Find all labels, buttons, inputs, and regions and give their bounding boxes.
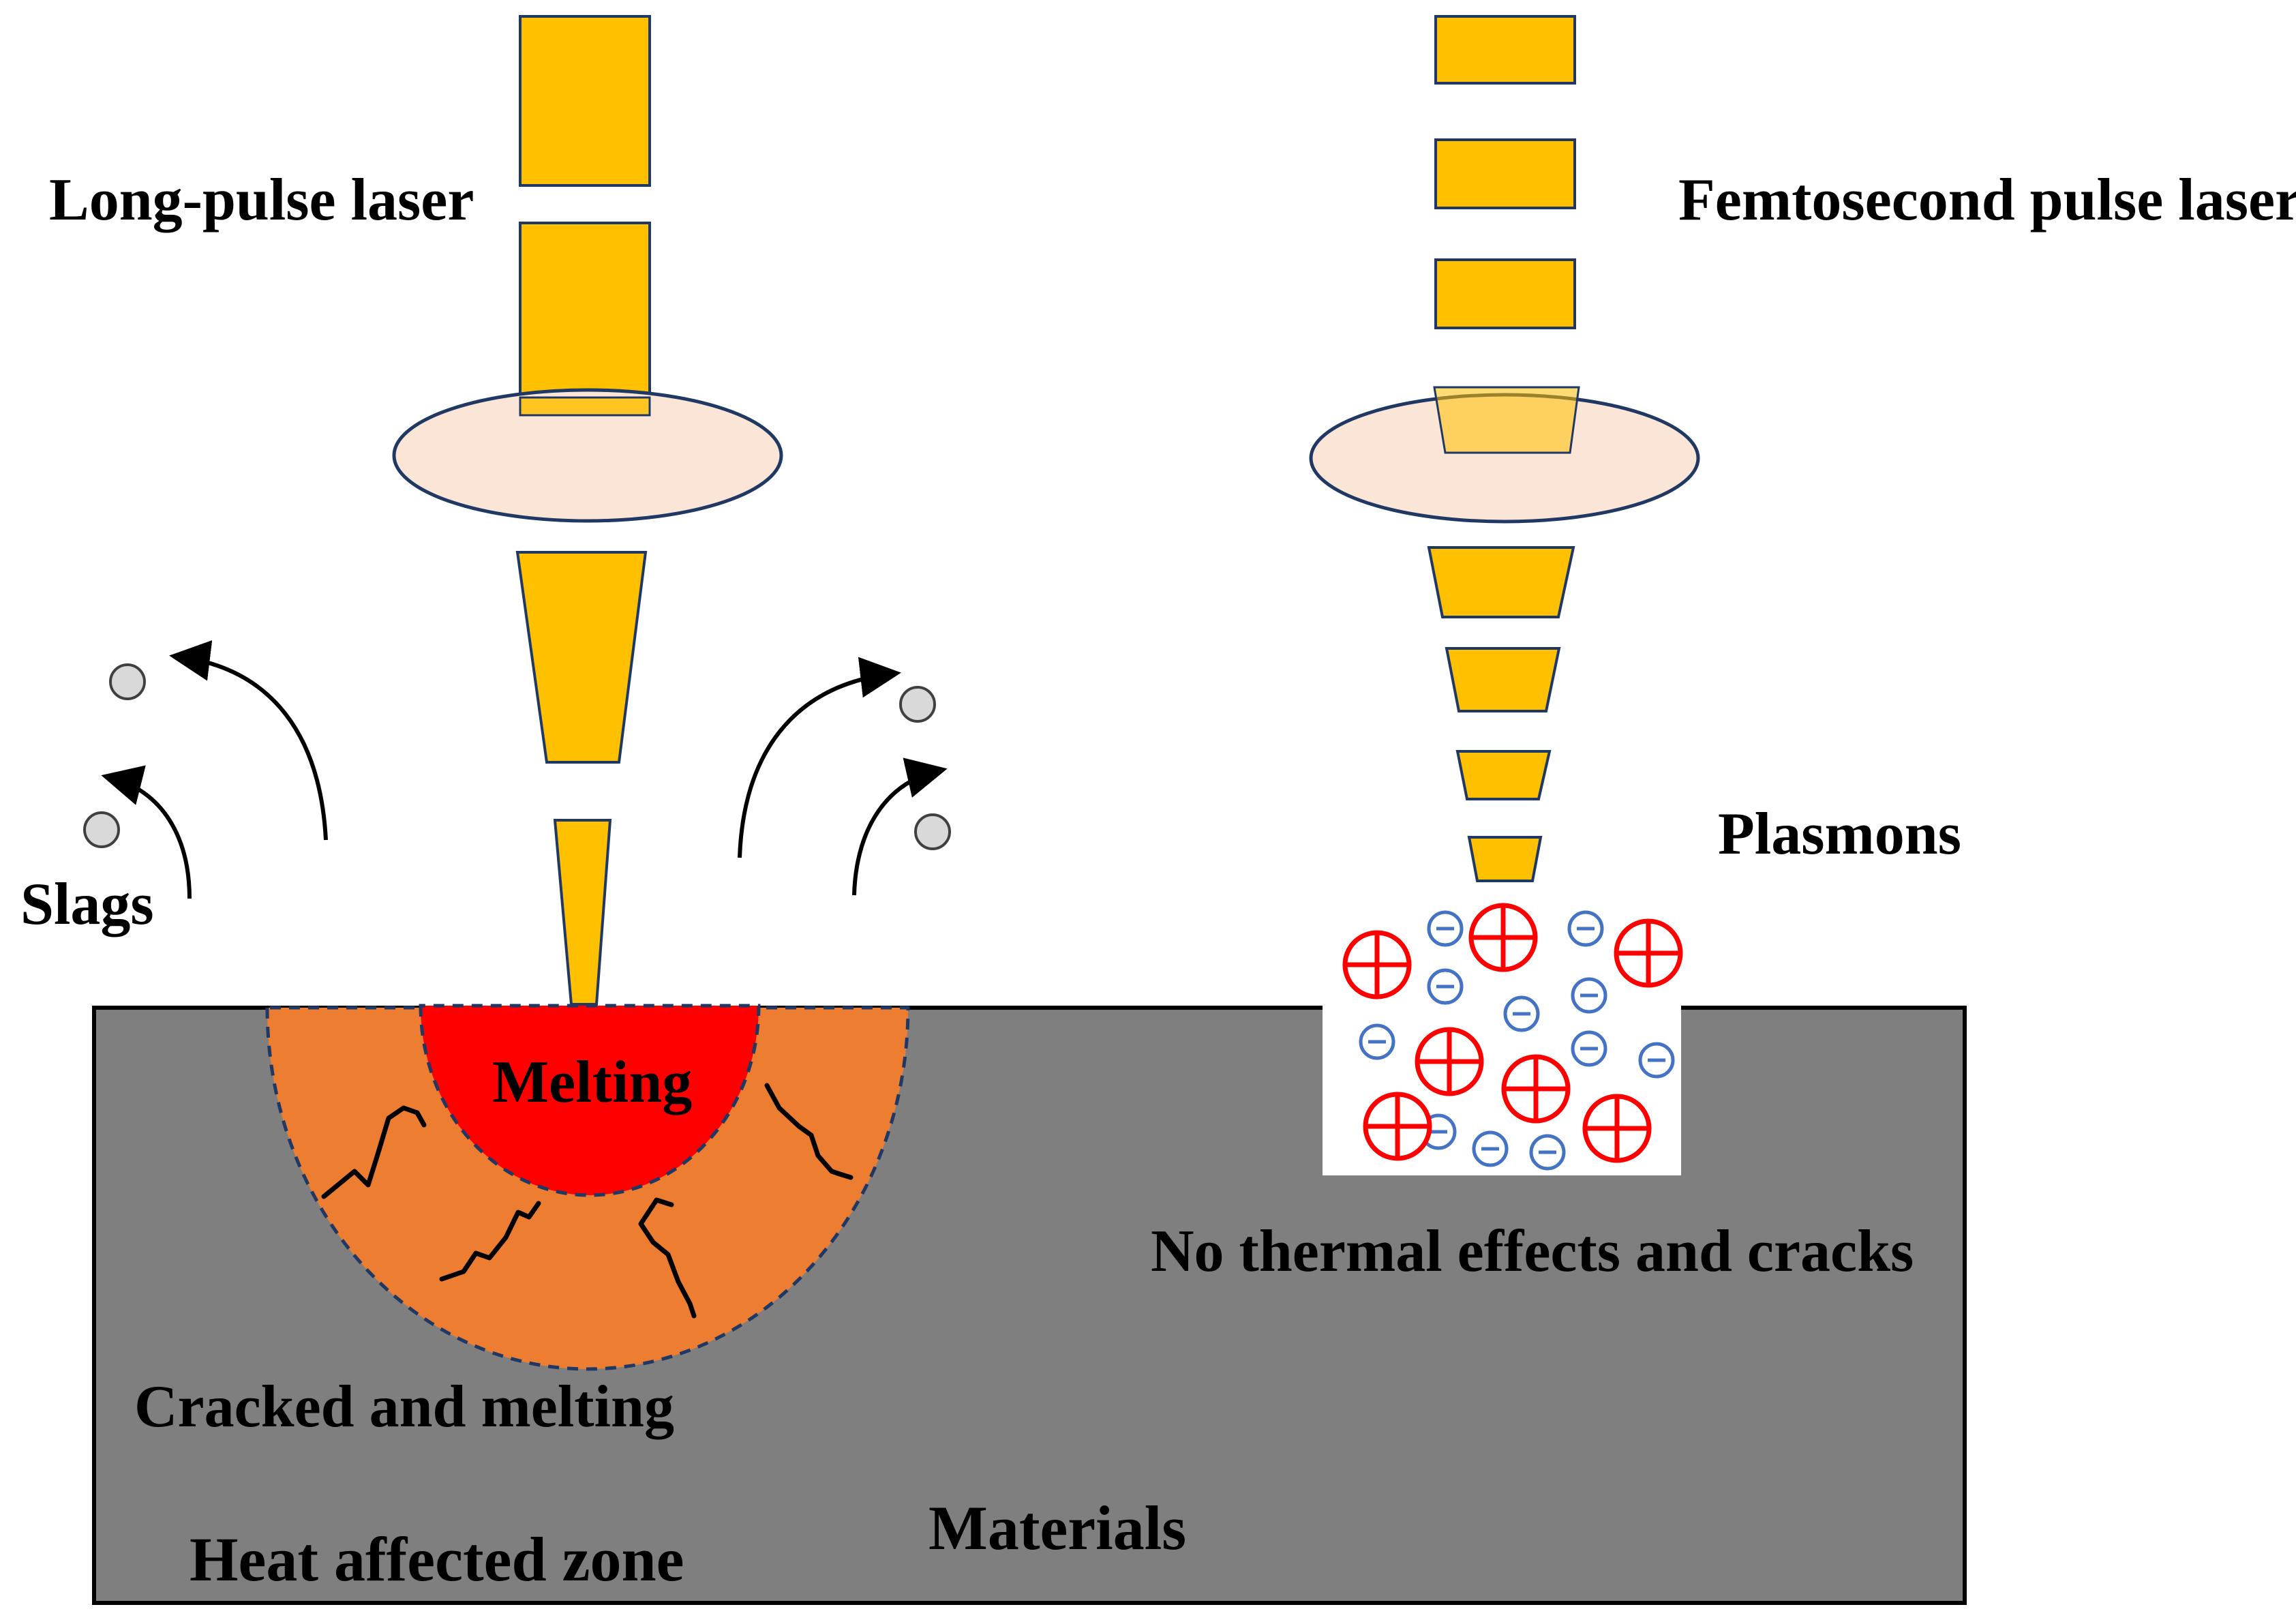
electron-icon (1359, 1023, 1395, 1060)
long-pulse-laser-label: Long-pulse laser (49, 167, 474, 233)
slags-label: Slags (20, 871, 154, 937)
electron-icon (1503, 995, 1540, 1032)
curved-arrow-icon (169, 640, 328, 841)
electron-icon (1427, 910, 1464, 947)
crack-3 (638, 1197, 697, 1319)
focusing-lens-left (392, 388, 783, 523)
cracks (321, 1083, 854, 1319)
femtosecond-laser-beam (1427, 15, 1576, 882)
positive-ion-icon (1415, 1027, 1484, 1096)
slag-particles (83, 663, 951, 850)
positive-ion-icon (1582, 1094, 1652, 1163)
pulse-overlap-right (1433, 386, 1580, 454)
melting-zone (419, 1004, 761, 1197)
slag-icon (899, 686, 936, 723)
positive-ion-icon (1363, 1092, 1432, 1161)
positive-ion-icon (1501, 1054, 1571, 1124)
curved-arrow-icon (852, 757, 948, 896)
beam-segment (519, 222, 651, 417)
electron-icon (1472, 1130, 1509, 1167)
positive-ion-icon (1614, 918, 1683, 988)
curved-arrow-icon (101, 765, 192, 899)
beam-segment (519, 15, 651, 187)
pulse-segment (1427, 546, 1575, 618)
crack-1 (321, 1105, 427, 1199)
plasmons-label: Plasmons (1718, 801, 1961, 867)
beam-segment (515, 551, 648, 764)
electron-icon (1638, 1042, 1675, 1079)
plasma-particles (1342, 903, 1683, 1171)
slag-icon (109, 663, 146, 700)
ejection-arrows (101, 640, 948, 899)
pulse-segment (1467, 836, 1543, 882)
electron-icon (1529, 1134, 1566, 1171)
melting-label: Melting (492, 1049, 692, 1115)
electron-icon (1567, 910, 1604, 947)
beam-overlap-left (519, 396, 651, 417)
crack-4 (764, 1083, 854, 1180)
pulse-segment (1434, 15, 1576, 85)
no-thermal-effects-label: No thermal effects and cracks (1151, 1218, 1914, 1285)
crack-2 (439, 1201, 541, 1282)
pulse-segment (1455, 750, 1552, 800)
curved-arrow-icon (738, 657, 901, 858)
long-pulse-laser-beam (515, 15, 651, 1006)
beam-segment (553, 819, 612, 1006)
electron-icon (1571, 1030, 1607, 1067)
heat-affected-zone-label: Heat affected zone (190, 1525, 684, 1594)
pulse-segment (1434, 258, 1576, 329)
positive-ion-icon (1342, 930, 1412, 1000)
materials-label: Materials (928, 1493, 1186, 1563)
positive-ion-icon (1468, 903, 1538, 972)
femtosecond-pulse-laser-label: Femtosecond pulse laser (1678, 167, 2296, 233)
electron-icon (1571, 977, 1607, 1014)
slag-icon (83, 811, 120, 848)
electron-icon (1427, 968, 1464, 1005)
cracked-and-melting-label: Cracked and melting (134, 1374, 674, 1440)
slag-icon (914, 813, 951, 850)
pulse-segment (1445, 647, 1561, 712)
pulse-segment (1434, 138, 1576, 209)
